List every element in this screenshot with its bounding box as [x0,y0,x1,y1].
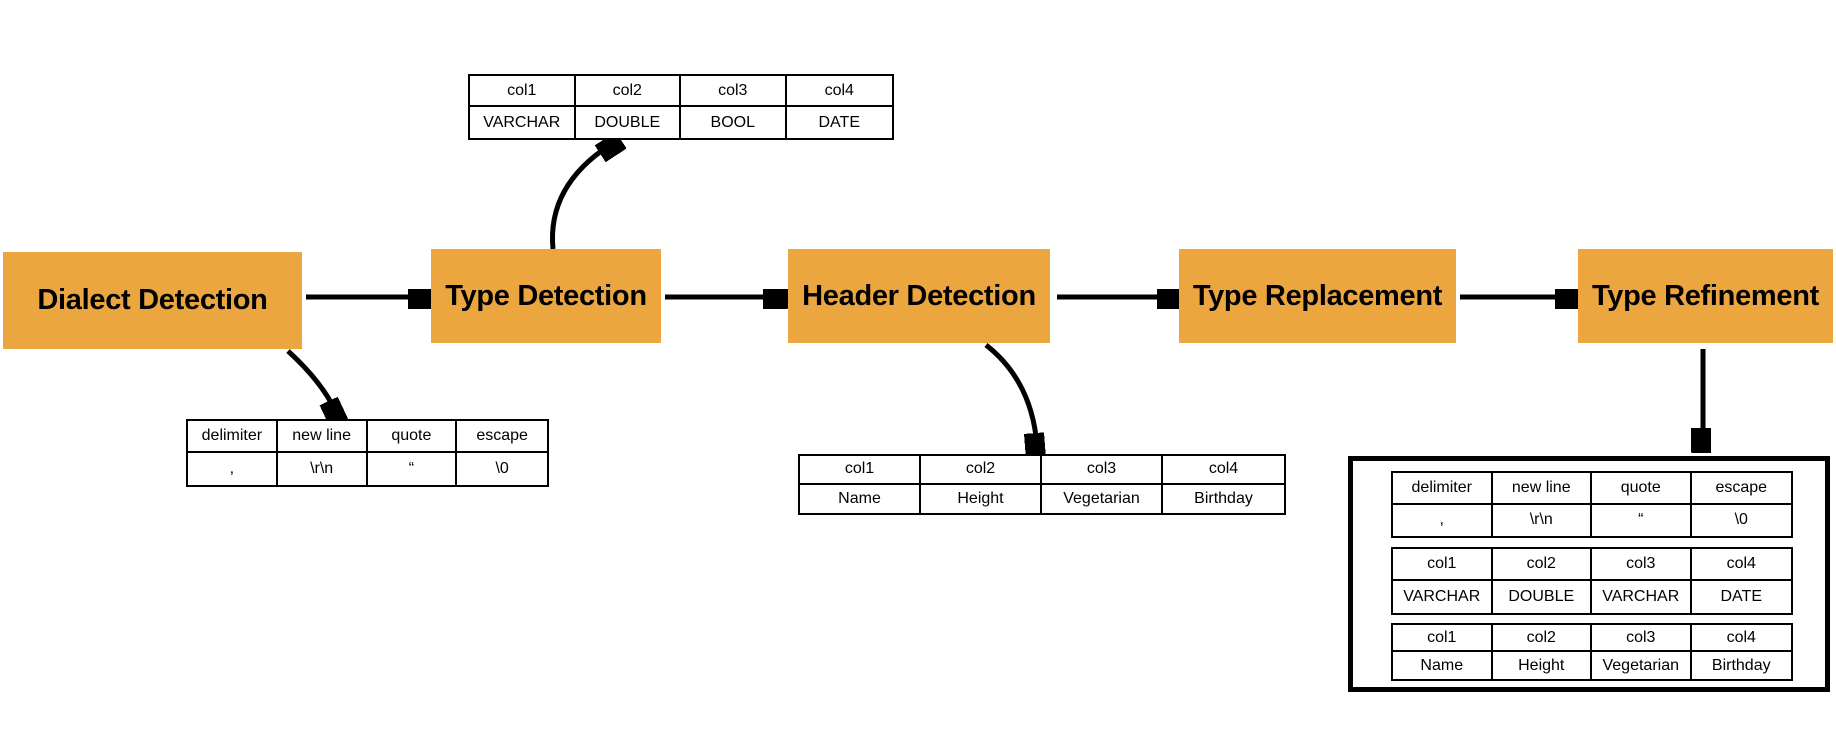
result-header-table: col1 col2 col3 col4 Name Height Vegetari… [1391,623,1793,681]
table-header-cell: new line [277,421,368,453]
stage-label: Header Detection [802,279,1036,312]
table-header-cell: col1 [1393,625,1493,652]
dialect-detection-output-table: delimiter new line quote escape , \r\n “… [186,419,549,487]
table-header-cell: col4 [1163,456,1284,485]
result-types-table: col1 col2 col3 col4 VARCHAR DOUBLE VARCH… [1391,547,1793,615]
table-value-cell: Height [921,484,1042,513]
table-value-cell: \r\n [278,453,368,485]
table-header-cell: col3 [681,76,787,107]
table-header-cell: col1 [1393,549,1493,581]
curve-typedetection-to-types-table [549,145,610,250]
table-value-cell: BOOL [681,107,787,138]
table-header-cell: new line [1492,473,1592,505]
table-value-cell: Birthday [1194,489,1253,507]
table-header-cell: col2 [921,456,1042,485]
table-header-cell: escape [457,421,547,453]
table-value-cell: DATE [818,113,860,131]
table-header-cell: escape [1691,473,1791,505]
table-header-cell: col3 [1592,625,1692,652]
stage-header-detection: Header Detection [788,249,1050,343]
table-header-cell: col4 [1691,625,1791,652]
table-value-cell: \0 [1734,511,1748,529]
stage-label: Dialect Detection [37,284,268,316]
table-value-cell: \r\n [1493,504,1592,536]
table-value-cell: \0 [495,460,509,477]
table-value-cell: “ [1592,504,1692,536]
table-value-cell: VARCHAR [1592,581,1692,613]
table-header-cell: quote [367,421,458,453]
table-value-cell: , [1393,504,1493,536]
table-value-cell: “ [368,453,458,485]
table-value-cell: DOUBLE [576,107,681,138]
type-detection-output-table: col1 col2 col3 col4 VARCHAR DOUBLE BOOL … [468,74,894,140]
table-value-cell: DATE [1720,588,1762,605]
table-header-cell: quote [1592,473,1692,505]
result-dialect-table: delimiter new line quote escape , \r\n “… [1391,471,1793,538]
table-header-cell: col1 [800,456,921,485]
stage-label: Type Refinement [1591,279,1819,312]
table-value-cell: Name [800,484,921,513]
table-header-cell: col2 [1492,625,1592,652]
table-value-cell: DOUBLE [1493,581,1592,613]
stage-dialect-detection: Dialect Detection [3,252,302,349]
table-value-cell: VARCHAR [1393,581,1493,613]
table-header-cell: col4 [1691,549,1791,581]
header-detection-output-table: col1 col2 col3 col4 Name Height Vegetari… [798,454,1286,515]
stage-type-detection: Type Detection [431,249,661,343]
table-value-cell: Vegetarian [1592,652,1692,679]
stage-type-replacement: Type Replacement [1179,249,1456,343]
table-header-cell: delimiter [188,421,278,453]
table-value-cell: VARCHAR [470,107,576,138]
table-value-cell: Birthday [1711,656,1771,674]
table-header-cell: col2 [575,76,681,107]
stage-label: Type Detection [445,279,647,312]
table-header-cell: col3 [1042,456,1163,485]
table-header-cell: col4 [786,76,892,107]
table-value-cell: Height [1493,652,1592,679]
table-header-cell: col3 [1592,549,1692,581]
table-value-cell: Vegetarian [1042,484,1163,513]
curve-headerdetection-to-header-table [984,343,1037,446]
table-value-cell: Name [1393,652,1493,679]
stage-label: Type Replacement [1192,279,1443,312]
table-header-cell: col2 [1492,549,1592,581]
table-header-cell: delimiter [1393,473,1493,505]
table-header-cell: col1 [470,76,576,107]
table-value-cell: , [188,453,278,485]
curve-dialect-to-dialect-table [286,349,336,412]
stage-type-refinement: Type Refinement [1578,249,1833,343]
